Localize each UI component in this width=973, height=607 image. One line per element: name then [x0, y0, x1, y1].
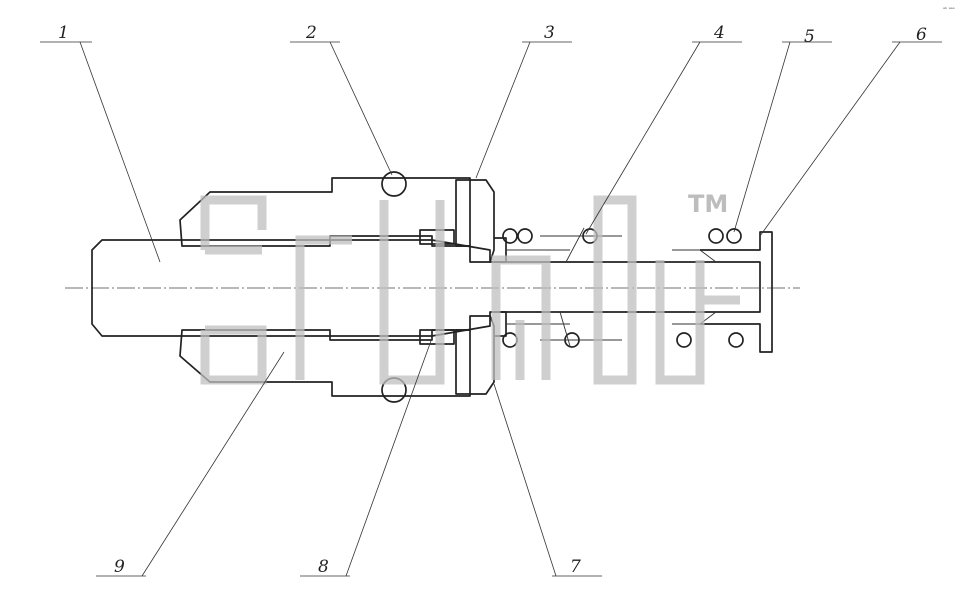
trademark-text: TM: [688, 190, 728, 218]
callout-5: 5: [804, 27, 815, 47]
callout-8: 8: [318, 557, 329, 577]
corner-mark: ᵃᵇ ᵃᵃᵃ: [943, 7, 955, 13]
watermark-logo: TM: [200, 190, 740, 385]
callout-7: 7: [570, 557, 581, 577]
sleeve: [494, 237, 570, 337]
end-cup: [672, 228, 773, 353]
nut-cap: [455, 179, 495, 395]
callout-1: 1: [58, 23, 69, 43]
callout-6: 6: [916, 25, 927, 45]
callout-4: 4: [713, 23, 725, 43]
leader-lines: [40, 41, 942, 577]
callout-3: 3: [544, 23, 555, 43]
callout-2: 2: [305, 23, 317, 43]
housing-body: [179, 177, 471, 397]
callout-9: 9: [114, 557, 125, 577]
